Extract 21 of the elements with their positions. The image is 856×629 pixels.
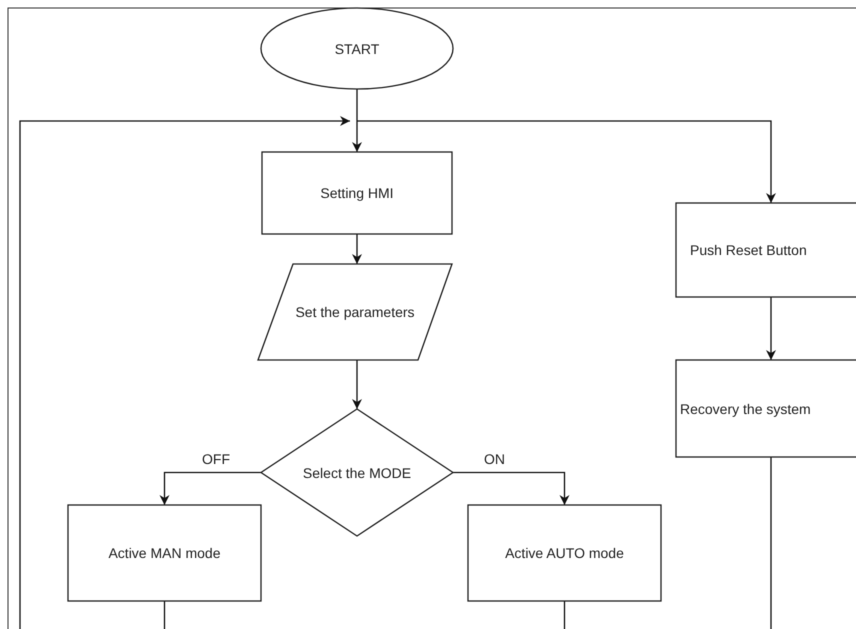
arrow [357, 120, 776, 203]
arrow [19, 116, 350, 629]
node-label: Active AUTO mode [505, 545, 624, 561]
arrow [160, 472, 261, 505]
connector-line [164, 601, 166, 629]
node-label: Recovery the system [680, 400, 811, 416]
arrow [352, 234, 362, 264]
arrow [352, 89, 362, 152]
node-label: Push Reset Button [690, 242, 807, 258]
node-label: Select the MODE [302, 464, 412, 480]
arrow [352, 360, 362, 409]
arrow [766, 297, 776, 360]
edge-label: ON [482, 451, 507, 467]
node-label: START [334, 40, 380, 56]
connector-line [770, 457, 772, 629]
edge-label: OFF [200, 451, 232, 467]
node-label: Setting HMI [320, 185, 394, 201]
arrow [453, 472, 570, 505]
node-label: Active MAN mode [108, 545, 221, 561]
connector-line [564, 601, 566, 629]
node-label: Set the parameters [295, 304, 415, 320]
